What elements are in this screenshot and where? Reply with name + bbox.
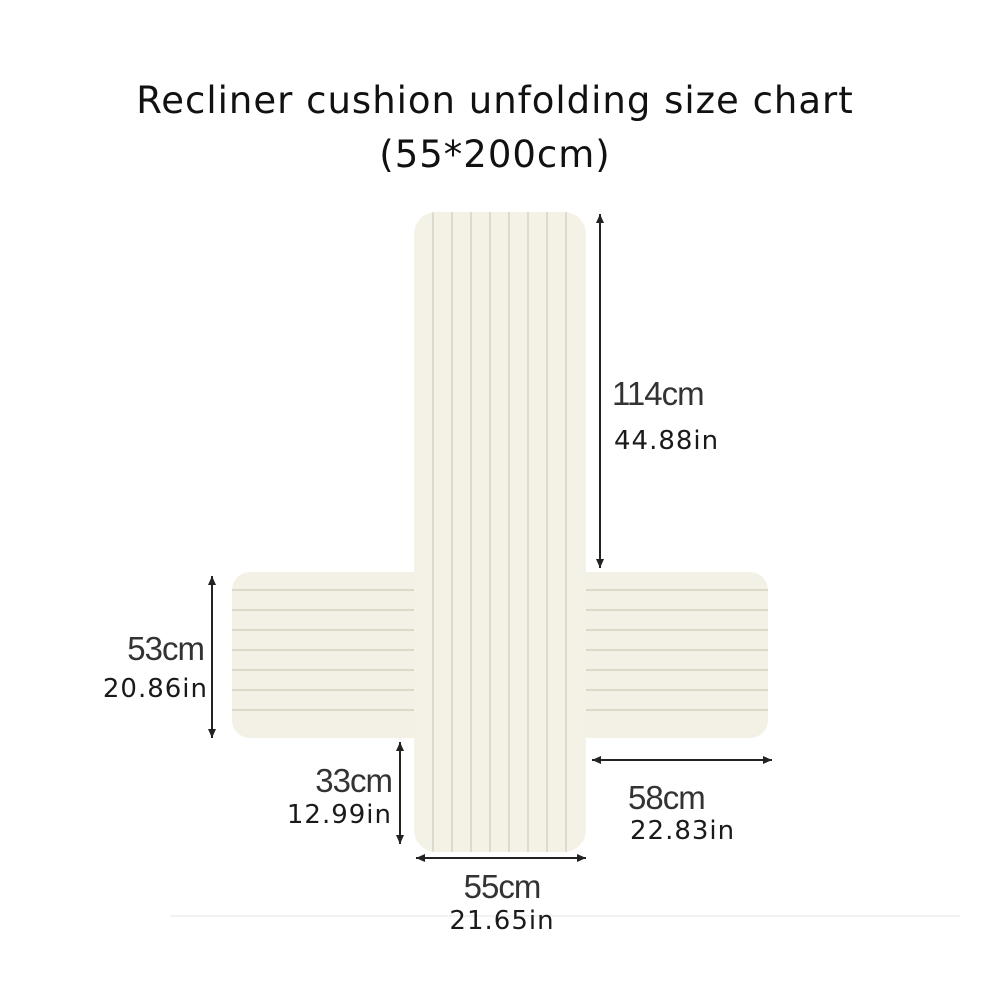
arm-width-cm-label: 58cm	[628, 779, 706, 816]
left-arm-fill	[232, 572, 432, 738]
seat-front-cm-label: 33cm	[315, 762, 393, 799]
arm-height-cm-label: 53cm	[127, 630, 205, 667]
arm-width-in-label: 22.83in	[630, 816, 736, 846]
chart-title: Recliner cushion unfolding size chart	[136, 79, 854, 122]
center-panel	[414, 212, 586, 852]
left-arm-panel	[232, 572, 432, 738]
seat-front-in-label: 12.99in	[286, 800, 392, 830]
seat-width-in-label: 21.65in	[449, 906, 555, 936]
left-arm-stripes	[232, 589, 432, 711]
right-arm-stripes	[572, 589, 768, 711]
chart-subtitle: (55*200cm)	[379, 133, 611, 176]
center-panel-stripes	[432, 212, 567, 852]
arm-height-in-label: 20.86in	[102, 674, 208, 704]
seat-width-cm-label: 55cm	[463, 868, 542, 905]
right-arm-panel	[572, 572, 768, 738]
back-height-in-label: 44.88in	[614, 426, 720, 456]
center-panel-fill	[414, 212, 586, 852]
back-height-cm-label: 114cm	[612, 375, 705, 412]
right-arm-fill	[572, 572, 768, 738]
